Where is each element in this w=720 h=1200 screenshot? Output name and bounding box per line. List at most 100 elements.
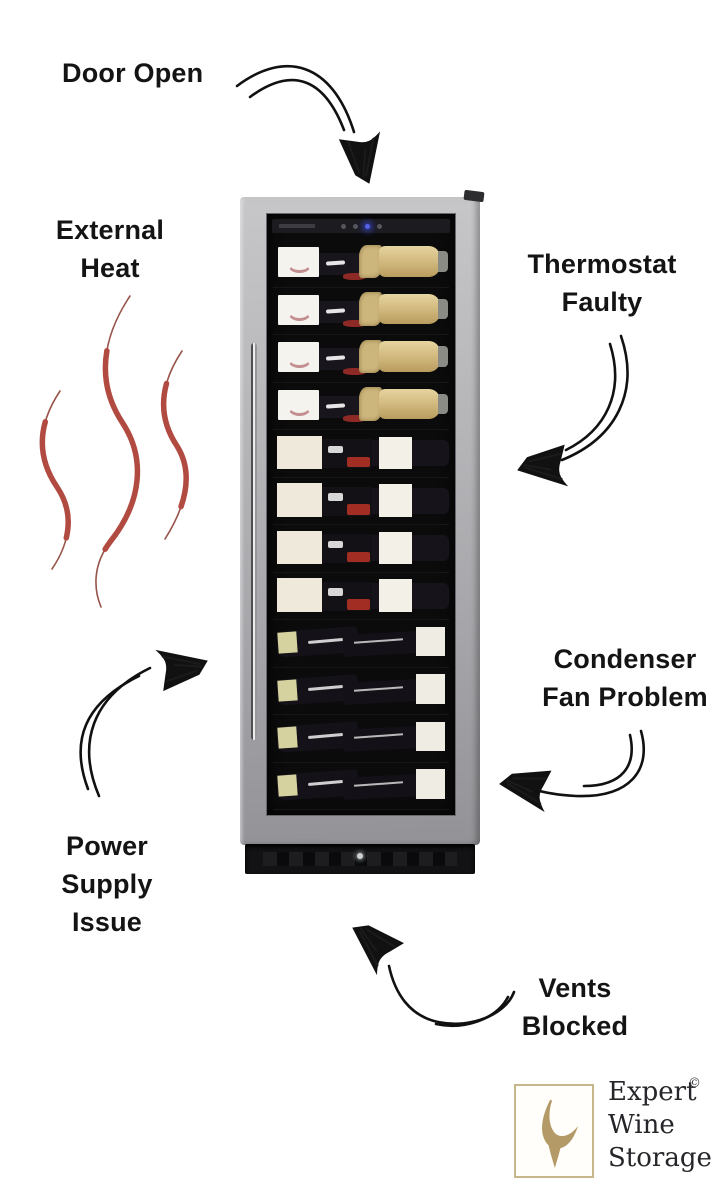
neck-shape xyxy=(327,588,344,596)
fridge-door xyxy=(240,189,485,845)
lbl-g-shape xyxy=(277,773,299,797)
cap-shape xyxy=(437,346,449,367)
label-thermostat-faulty: Thermostat Faulty xyxy=(512,245,692,321)
led-blue xyxy=(364,223,370,229)
bod-m-shape xyxy=(342,726,418,753)
label-power-supply-issue: Power Supply Issue xyxy=(27,827,187,941)
label-door-open: Door Open xyxy=(62,57,203,89)
foil-shape xyxy=(359,339,383,374)
lbl-r-shape xyxy=(378,436,413,470)
label-line: Heat xyxy=(80,253,140,283)
gold-shape xyxy=(378,246,441,277)
lbl-r-shape xyxy=(378,531,413,565)
fridge-plinth xyxy=(245,844,475,874)
lbl-l-shape xyxy=(276,435,323,470)
card-shape xyxy=(278,342,319,373)
vents-blocked-arrow-icon xyxy=(338,912,516,1028)
logo-wordmark: Expert Wine Storage xyxy=(608,1076,712,1175)
gold-shape xyxy=(378,293,441,325)
lbl-g-shape xyxy=(277,726,299,750)
door-edge-notch xyxy=(463,189,485,203)
redfoil-shape xyxy=(346,551,370,563)
card-shape xyxy=(278,389,319,420)
lbl-r-shape xyxy=(378,579,413,612)
wine-bottle-row xyxy=(273,430,449,478)
door-handle xyxy=(251,343,257,740)
copyright-symbol: © xyxy=(688,1076,701,1091)
led-gray xyxy=(376,223,382,229)
lbl-l-shape xyxy=(276,483,323,517)
condenser-arrow-icon xyxy=(496,729,646,813)
thermostat-arrow-icon xyxy=(514,334,629,493)
lbl-w-shape xyxy=(415,721,446,752)
cap-shape xyxy=(437,393,449,415)
cap-shape xyxy=(437,251,449,272)
wine-fridge-photo xyxy=(240,189,485,874)
wine-bottle-row xyxy=(273,668,449,715)
neck-shape xyxy=(327,493,344,501)
lbl-g-shape xyxy=(277,631,299,655)
control-panel xyxy=(272,219,450,233)
label-line: Issue xyxy=(71,907,143,937)
wine-bottle-row xyxy=(273,240,449,288)
neck-shape xyxy=(327,445,344,454)
wine-bottle-row xyxy=(273,525,449,573)
door-open-arrow-icon xyxy=(235,64,392,189)
lbl-l-shape xyxy=(276,578,323,612)
wine-glass-icon xyxy=(542,1099,578,1169)
label-line: Vents xyxy=(538,973,612,1003)
led-gray xyxy=(340,223,346,229)
cap-shape xyxy=(437,298,449,320)
wine-bottle-row xyxy=(273,620,449,668)
label-condenser-fan-problem: Condenser Fan Problem xyxy=(535,640,715,716)
redband-shape xyxy=(343,415,367,423)
logo-line: Expert xyxy=(608,1077,697,1107)
brand-logo: Expert Wine Storage © xyxy=(514,1076,714,1186)
foil-shape xyxy=(359,387,383,421)
label-line: Door Open xyxy=(62,58,204,88)
gold-shape xyxy=(378,341,441,372)
foil-shape xyxy=(359,244,383,279)
label-line: Supply xyxy=(61,869,153,899)
logo-line: Storage xyxy=(608,1143,712,1173)
led-gray xyxy=(352,223,358,229)
wine-bottle-row xyxy=(273,478,449,525)
power-supply-arrow-icon xyxy=(79,638,213,798)
redfoil-shape xyxy=(346,456,370,468)
label-external-heat: External Heat xyxy=(30,211,190,287)
foil-shape xyxy=(359,292,383,326)
neck-shape xyxy=(327,540,344,549)
label-vents-blocked: Vents Blocked xyxy=(500,969,650,1045)
lbl-w-shape xyxy=(415,674,446,704)
logo-frame xyxy=(514,1084,594,1178)
bottle-rows xyxy=(273,240,449,810)
label-line: External xyxy=(55,215,165,245)
wine-bottle-row xyxy=(273,715,449,763)
wine-bottle-row xyxy=(273,763,449,810)
label-line: Condenser xyxy=(553,644,697,674)
wine-bottle-row xyxy=(273,383,449,430)
redband-shape xyxy=(343,320,367,328)
gold-shape xyxy=(378,388,441,420)
redband-shape xyxy=(343,367,367,375)
redfoil-shape xyxy=(346,504,370,515)
logo-line: Wine xyxy=(608,1110,675,1140)
lbl-w-shape xyxy=(415,769,446,799)
label-line: Power xyxy=(65,831,149,861)
card-shape xyxy=(278,294,319,325)
lbl-l-shape xyxy=(276,530,323,565)
wine-bottle-row xyxy=(273,335,449,383)
label-line: Blocked xyxy=(521,1011,629,1041)
brand-plate xyxy=(279,224,315,228)
label-line: Thermostat xyxy=(527,249,677,279)
bod-m-shape xyxy=(342,631,418,658)
label-line: Fan Problem xyxy=(542,682,708,712)
card-shape xyxy=(278,247,319,278)
plinth-light xyxy=(357,853,363,859)
wine-bottle-row xyxy=(273,288,449,335)
lbl-r-shape xyxy=(378,484,413,517)
wine-bottle-row xyxy=(273,573,449,620)
fridge-glass-door xyxy=(266,213,456,816)
redfoil-shape xyxy=(346,599,370,610)
